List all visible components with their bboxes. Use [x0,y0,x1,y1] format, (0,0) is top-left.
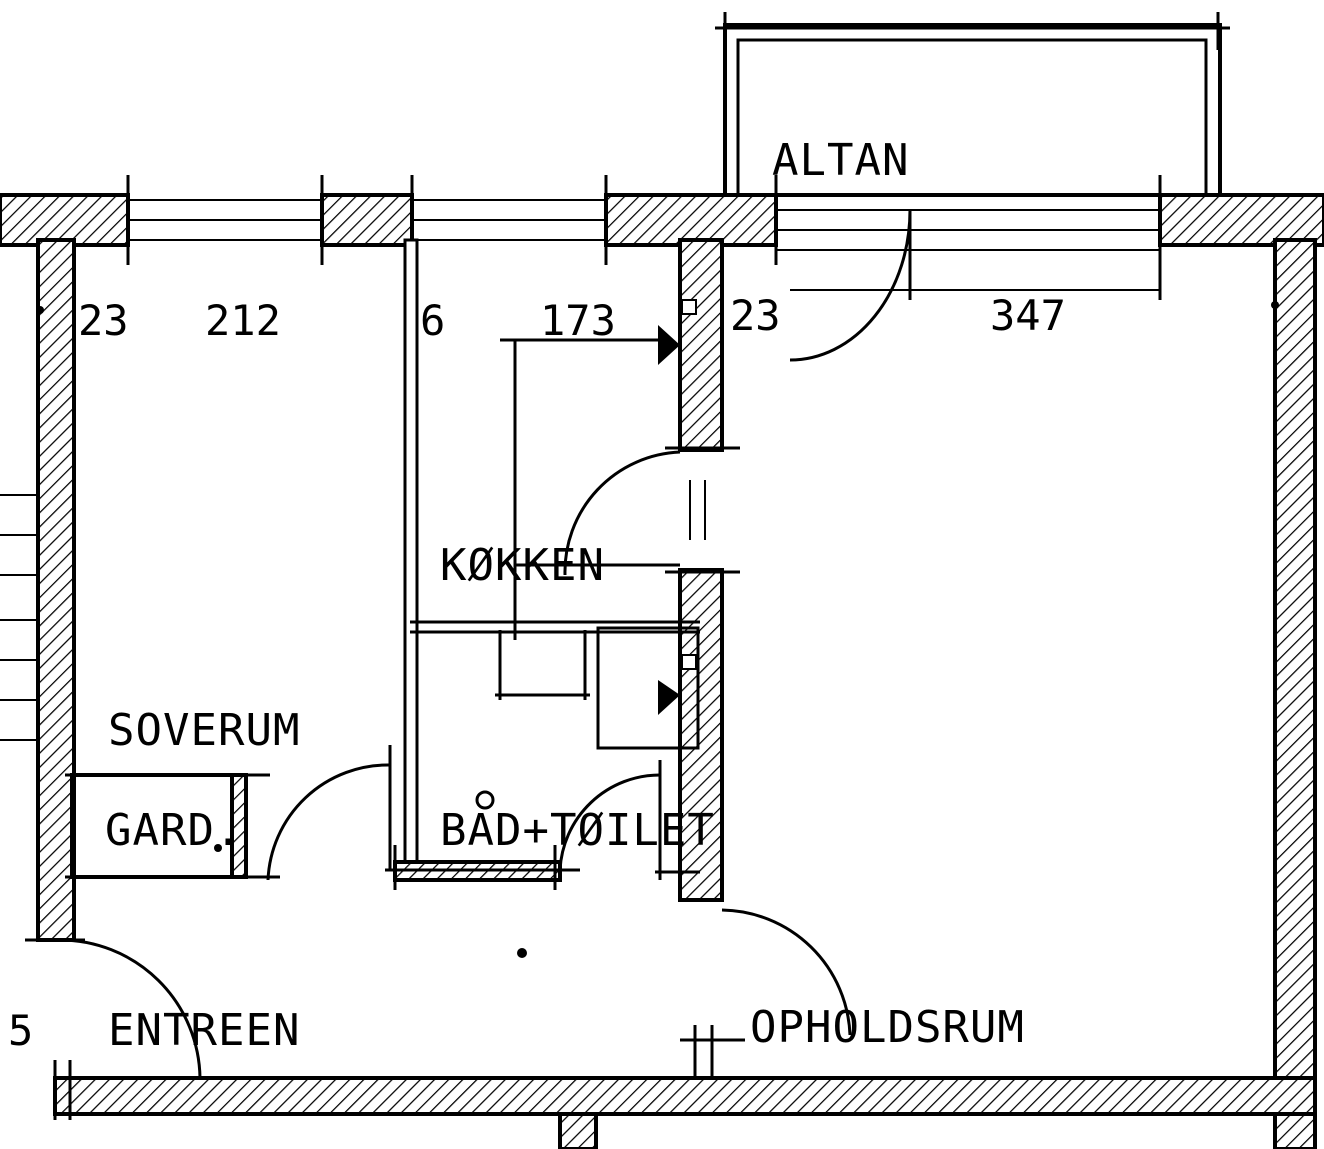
left-wall [36,238,76,942]
bottom-wall [53,1060,1317,1149]
partition-kitchen-bath [410,620,700,634]
dim-label-6: 347 [990,291,1066,340]
door-swings [25,209,912,1079]
dimension-ticks [36,289,1279,1080]
stair-marks [0,494,38,741]
room-label-gard: GARD. [105,805,242,856]
dim-label-3: 6 [420,296,445,345]
vent-arrow-icons [658,325,680,715]
room-label-soverum: SOVERUM [108,705,300,756]
kitchen-counter [500,338,680,640]
dim-label-2: 212 [205,296,281,345]
partition-bedroom-kitchen [403,238,419,872]
wardrobe [65,773,280,879]
top-wall [0,175,1324,300]
room-label-kokken: KØKKEN [440,540,605,591]
balcony-outline [715,12,1230,197]
room-label-bad-toilet: BAD+TØILET [440,805,715,856]
bath-fixtures [475,626,700,810]
partition-kitchen-living [665,238,740,902]
right-wall [1273,238,1317,1149]
room-label-entreen: ENTREEN [108,1005,300,1056]
dim-label-4: 173 [540,296,616,345]
dim-label-5: 23 [730,291,781,340]
dim-label-1: 23 [78,296,129,345]
bath-bottom-wall [385,845,700,890]
room-label-altan: ALTAN [772,135,909,186]
dim-label-7: 5 [8,1006,33,1055]
room-label-opholdsrum: OPHOLDSRUM [750,1002,1025,1053]
